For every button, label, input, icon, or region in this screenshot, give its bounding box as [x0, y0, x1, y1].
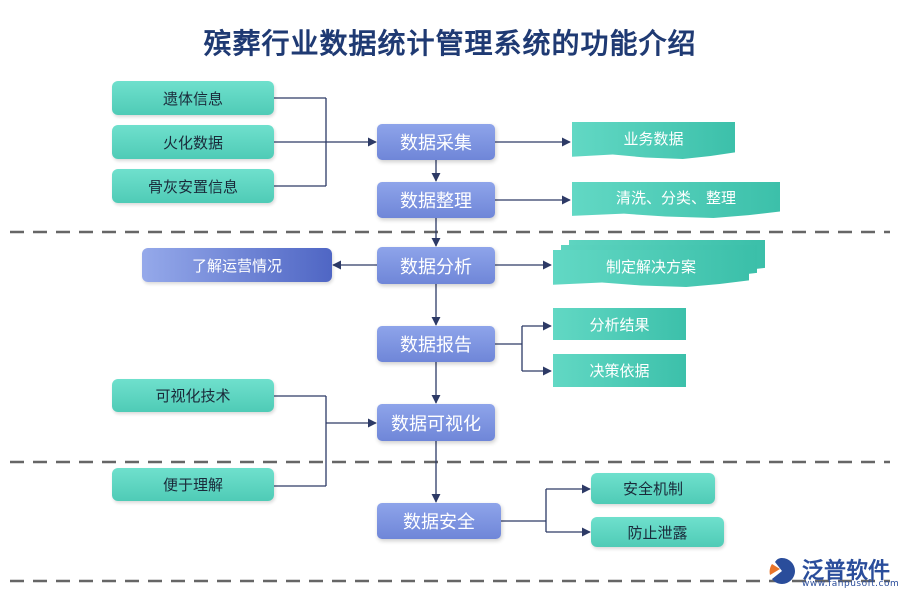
input-cremation-data: 火化数据: [112, 125, 274, 159]
page-title: 殡葬行业数据统计管理系统的功能介绍: [203, 27, 697, 60]
step-data-visualization: 数据可视化: [377, 404, 495, 441]
step-data-collection: 数据采集: [377, 124, 495, 160]
brand-url: www.fanpusoft.com: [802, 579, 900, 589]
input-remains-info: 遗体信息: [112, 81, 274, 115]
output-leak-prevention: 防止泄露: [591, 517, 724, 547]
output-operations: 了解运营情况: [142, 248, 332, 282]
brand-logo-icon: [769, 558, 795, 584]
input-visualization-tech: 可视化技术: [112, 379, 274, 412]
step-data-report: 数据报告: [377, 326, 495, 362]
output-security-mechanism: 安全机制: [591, 473, 715, 504]
output-analysis-result: 分析结果: [553, 308, 686, 340]
step-data-organize: 数据整理: [377, 182, 495, 218]
step-data-analysis: 数据分析: [377, 247, 495, 284]
output-solution: 制定解决方案: [553, 250, 749, 287]
output-decision-basis: 决策依据: [553, 354, 686, 387]
output-business-data: 业务数据: [572, 122, 735, 159]
step-data-security: 数据安全: [377, 503, 501, 539]
brand-name: 泛普软件: [802, 559, 891, 584]
brand-logo: 泛普软件 www.fanpusoft.com: [766, 551, 900, 593]
input-easy-understand: 便于理解: [112, 468, 274, 501]
output-cleaning: 清洗、分类、整理: [572, 182, 780, 218]
input-ashes-placement: 骨灰安置信息: [112, 169, 274, 203]
